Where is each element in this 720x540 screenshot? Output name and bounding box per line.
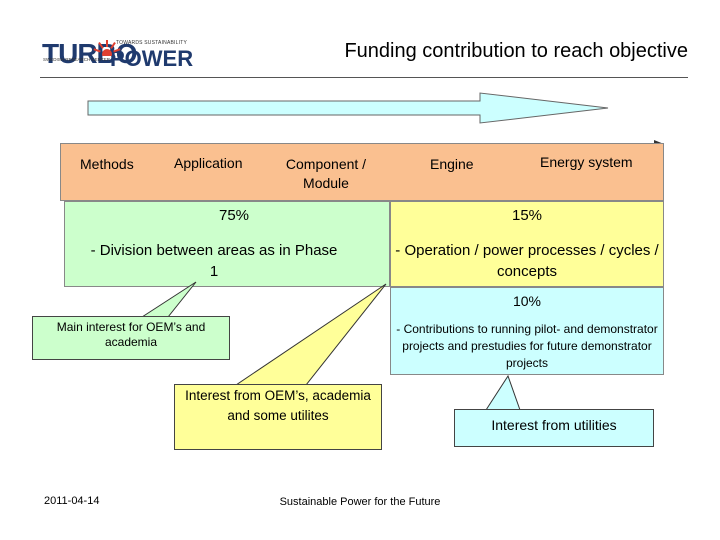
stage-component: Component / Module <box>285 156 367 191</box>
blue-callout <box>454 409 654 447</box>
blue-text: - Contributions to running pilot- and de… <box>396 322 658 370</box>
yellow-callout-text: Interest from OEM’s, academia and some u… <box>185 388 371 423</box>
green-callout-pointer <box>140 281 197 318</box>
green-callout-text: Main interest for OEM’s and academia <box>56 320 206 349</box>
yellow-percent: 15% <box>511 207 543 224</box>
blue-box <box>390 287 664 375</box>
footer-center: Sustainable Power for the Future <box>279 496 441 508</box>
green-box <box>64 201 390 287</box>
stage-engine: Engine <box>430 156 474 172</box>
stage-application: Application <box>174 155 243 171</box>
stage-energy-system: Energy system <box>540 154 633 170</box>
footer-date: 2011-04-14 <box>44 495 100 507</box>
title-divider <box>40 77 688 78</box>
stage-bar <box>60 143 664 201</box>
yellow-callout-pointer <box>234 283 387 386</box>
logo-turbo: TURBO <box>42 38 138 69</box>
blue-callout-pointer <box>485 374 521 411</box>
page-title: Funding contribution to reach objective <box>344 40 688 62</box>
yellow-callout <box>174 384 382 450</box>
logo-subline: SWEDISH RESEARCH CENTER <box>43 57 111 62</box>
blue-percent: 10% <box>512 293 542 309</box>
progress-arrow <box>87 92 609 124</box>
logo-power: POWER <box>110 46 194 71</box>
green-callout <box>32 316 230 360</box>
blue-callout-text: Interest from utilities <box>491 417 617 433</box>
stage-methods: Methods <box>80 156 134 172</box>
yellow-text: - Operation / power processes / cycles /… <box>395 242 659 280</box>
logo-tagline: TOWARDS SUSTAINABILITY <box>116 40 187 46</box>
green-text: - Division between areas as in Phase 1 <box>90 242 338 280</box>
green-percent: 75% <box>218 207 250 224</box>
yellow-box <box>390 201 664 287</box>
logo-sun-icon <box>93 40 121 56</box>
